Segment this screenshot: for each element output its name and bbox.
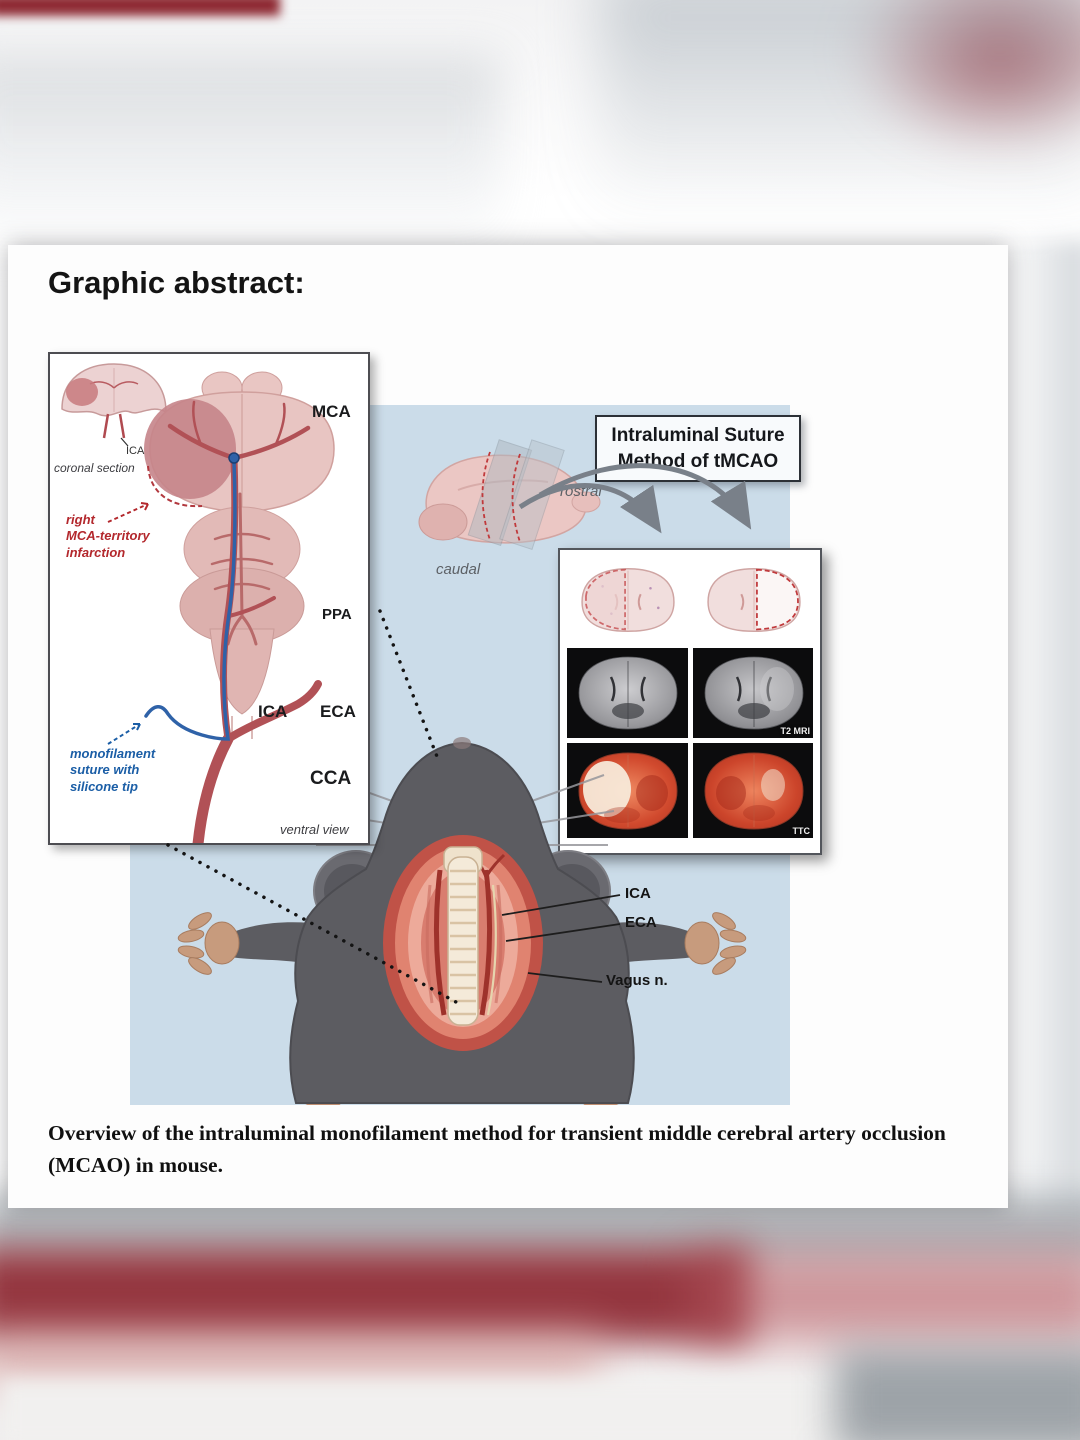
figure-caption: Overview of the intraluminal monofilamen… [48,1121,946,1178]
inset-ica-label: ICA [126,445,145,457]
background-blur [0,0,280,16]
ica-label: ICA [258,702,288,721]
ventral-view-caption: ventral view [280,822,349,837]
cca-label: CCA [310,768,352,789]
background-blur [0,1332,600,1394]
surgical-field [383,835,543,1051]
mouse-front-paw [684,912,747,975]
background-blur [0,1248,750,1343]
coronal-section-inset [61,363,167,447]
surgery-vagus-label: Vagus n. [606,972,668,989]
rostral-label: rostral [560,483,602,500]
vagus-nerve [486,884,497,1016]
coronal-section-caption: coronal section [54,461,135,475]
document-page: Graphic abstract: rostral caudal Intralu… [8,245,1008,1208]
coronal-illustration-left [567,557,688,643]
surgery-eca-label: ECA [625,914,657,931]
caudal-label: caudal [436,561,481,578]
suture-note: monofilament suture with silicone tip [70,746,156,794]
brain-sections-panel: T2 MRI [558,548,822,855]
page-title: Graphic abstract: [48,265,305,300]
mri-image-left [567,648,688,738]
ttc-image-left [567,743,688,838]
background-blur [835,1348,1080,1440]
infarct-note: right MCA-territory infarction [66,512,150,560]
method-title-line2: Method of tMCAO [617,450,779,472]
mri-tag: T2 MRI [780,726,810,736]
suture-pointer-arrow [107,723,141,745]
silicone-tip [228,452,240,464]
infarct-region [144,399,236,499]
method-title-line1: Intraluminal Suture [611,425,785,446]
mouse-front-paw [177,912,240,975]
background-blur [690,1252,1080,1342]
eca-label: ECA [320,702,356,721]
ttc-image-right: TTC [692,743,813,838]
carotid-artery [479,869,492,1016]
brain-ventral [107,371,335,843]
background-blur [0,55,500,255]
inset-infarct [66,378,98,406]
background-blur [600,0,1080,220]
slice-plane [467,439,533,547]
background-blur [850,0,1080,150]
coronal-illustration-right [692,557,813,643]
ventral-view-box: MCA PPA ICA ECA CCA ventral view ICA cor… [48,352,370,845]
mouse-nose [453,737,471,749]
infarct-pointer-arrow [107,503,149,523]
background-blur [1000,240,1080,1220]
mca-label: MCA [312,402,351,421]
ventral-brain-illustration [61,363,335,843]
surgery-ica-label: ICA [625,885,651,902]
method-title-box: Intraluminal Suture Method of tMCAO [595,415,801,483]
ttc-tag: TTC [792,826,811,836]
ppa-label: PPA [322,606,352,623]
background-blur [0,1378,1080,1440]
monofilament-suture [144,452,240,741]
mri-image-right: T2 MRI [692,648,813,738]
